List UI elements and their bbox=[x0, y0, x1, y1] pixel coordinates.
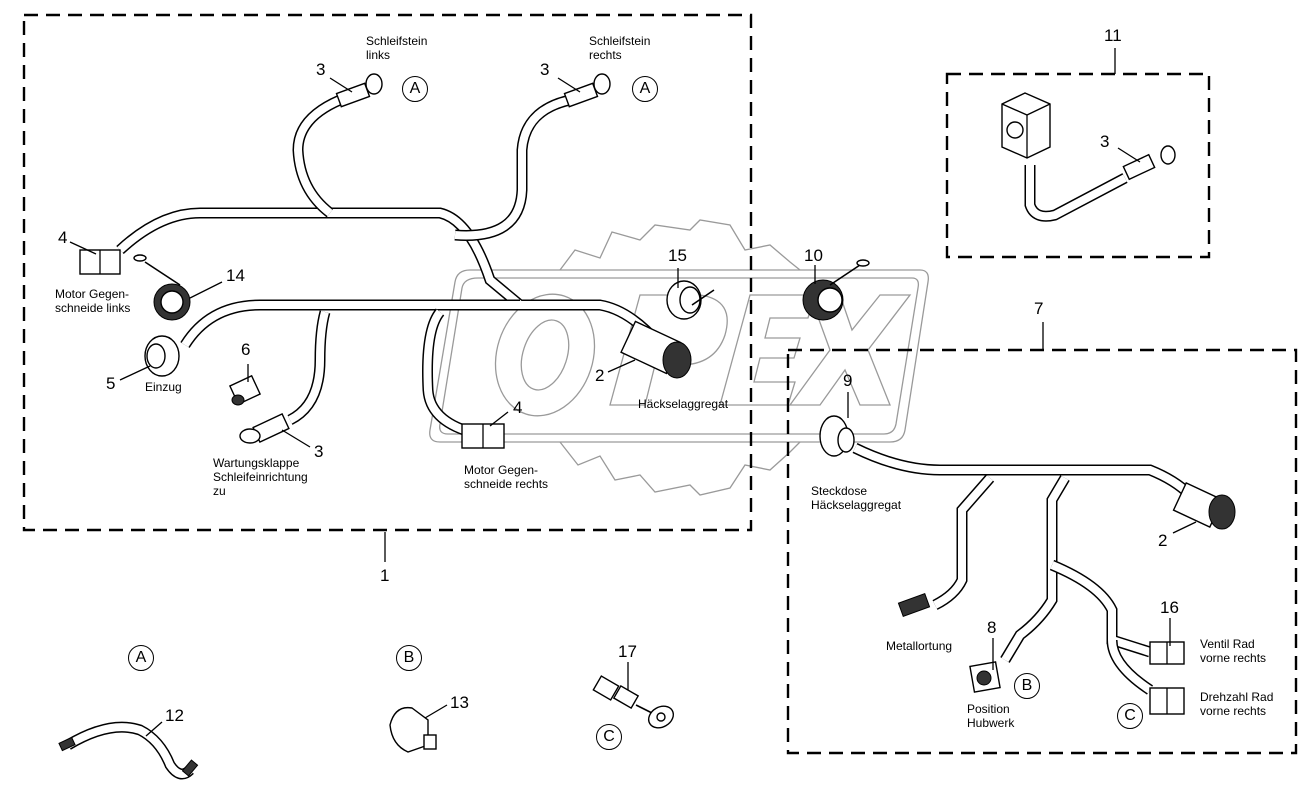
callout-3-wartungsklappe: 3 bbox=[314, 442, 324, 461]
callout-5: 5 bbox=[106, 374, 116, 393]
connector-10-cap bbox=[802, 259, 870, 321]
harness-7-wires bbox=[852, 443, 1194, 695]
part-13-connector bbox=[389, 706, 437, 753]
callout-3-schleifstein-rechts: 3 bbox=[540, 60, 550, 79]
connector-8-hubwerk bbox=[969, 661, 1001, 693]
group-7-box bbox=[786, 348, 1298, 755]
label-schleifstein-rechts: Schleifstein rechts bbox=[589, 34, 651, 62]
callout-2-group7: 2 bbox=[1158, 531, 1168, 550]
group-11-number: 11 bbox=[1104, 26, 1122, 45]
callout-3-schleifstein-links: 3 bbox=[316, 60, 326, 79]
callout-12: 12 bbox=[165, 706, 184, 725]
callout-14: 14 bbox=[226, 266, 245, 285]
label-steckdose-haeckselaggregat: Steckdose Häckselaggregat bbox=[811, 484, 902, 512]
connector-15-cap bbox=[666, 280, 715, 320]
connector-4-motor-links bbox=[79, 249, 121, 275]
label-motor-gegenschneide-links: Motor Gegen- schneide links bbox=[55, 287, 131, 315]
connector-14-cap bbox=[133, 254, 191, 321]
callout-10: 10 bbox=[804, 246, 823, 265]
label-einzug: Einzug bbox=[145, 380, 182, 394]
part-12-cable bbox=[58, 721, 199, 780]
callout-9: 9 bbox=[843, 371, 853, 390]
detail-b-marker: B bbox=[396, 645, 422, 671]
detail-a-marker: A bbox=[128, 645, 154, 671]
connector-5-einzug bbox=[144, 335, 180, 377]
callout-15: 15 bbox=[668, 246, 687, 265]
connector-2-haeckselaggregat bbox=[620, 320, 692, 379]
group-1-number: 1 bbox=[380, 566, 390, 585]
group-11-wire bbox=[1024, 165, 1128, 222]
label-schleifstein-links: Schleifstein links bbox=[366, 34, 428, 62]
connector-drehzahl bbox=[1149, 687, 1185, 715]
label-motor-gegenschneide-rechts: Motor Gegen- schneide rechts bbox=[464, 463, 549, 491]
label-haeckselaggregat: Häckselaggregat bbox=[638, 397, 729, 411]
connector-6 bbox=[228, 374, 262, 406]
connector-4-motor-rechts bbox=[461, 423, 505, 449]
reference-a-schleifstein-links: A bbox=[402, 76, 428, 102]
connector-3-schleifstein-links bbox=[335, 73, 383, 108]
group-7-number: 7 bbox=[1034, 299, 1044, 318]
leader-lines bbox=[69, 77, 1197, 737]
label-wartungsklappe: Wartungsklappe Schleifeinrichtung zu bbox=[213, 456, 308, 498]
callout-13: 13 bbox=[450, 693, 469, 712]
reference-c-drehzahl: C bbox=[1117, 703, 1143, 729]
connector-3-schleifstein-rechts bbox=[563, 73, 611, 108]
callout-17: 17 bbox=[618, 642, 637, 661]
opex-watermark bbox=[429, 219, 929, 496]
callout-4-motor-links: 4 bbox=[58, 228, 68, 247]
connector-2-group7 bbox=[1172, 482, 1236, 530]
label-ventil-rad: Ventil Rad vorne rechts bbox=[1200, 637, 1267, 665]
reference-a-schleifstein-rechts: A bbox=[632, 76, 658, 102]
callout-16: 16 bbox=[1160, 598, 1179, 617]
part-11-box bbox=[1001, 92, 1176, 181]
callout-8: 8 bbox=[987, 618, 997, 637]
group-11-box bbox=[945, 72, 1211, 259]
label-metallortung: Metallortung bbox=[886, 639, 953, 653]
callout-2-haeckselaggregat: 2 bbox=[595, 366, 605, 385]
connector-16-ventil bbox=[1149, 641, 1185, 665]
connector-3-wartungsklappe bbox=[239, 413, 290, 444]
label-drehzahl-rad: Drehzahl Rad vorne rechts bbox=[1200, 690, 1274, 718]
callout-6: 6 bbox=[241, 340, 251, 359]
harness-1-wires bbox=[116, 94, 665, 438]
group-1-box bbox=[22, 13, 753, 532]
sensor-metallortung bbox=[897, 592, 931, 618]
reference-b-hubwerk: B bbox=[1014, 673, 1040, 699]
part-17-sensor bbox=[592, 675, 675, 729]
detail-c-marker: C bbox=[596, 724, 622, 750]
label-position-hubwerk: Position Hubwerk bbox=[967, 702, 1015, 730]
callout-3-group11: 3 bbox=[1100, 132, 1110, 151]
socket-9-steckdose bbox=[819, 415, 855, 457]
callout-4-motor-rechts: 4 bbox=[513, 398, 523, 417]
